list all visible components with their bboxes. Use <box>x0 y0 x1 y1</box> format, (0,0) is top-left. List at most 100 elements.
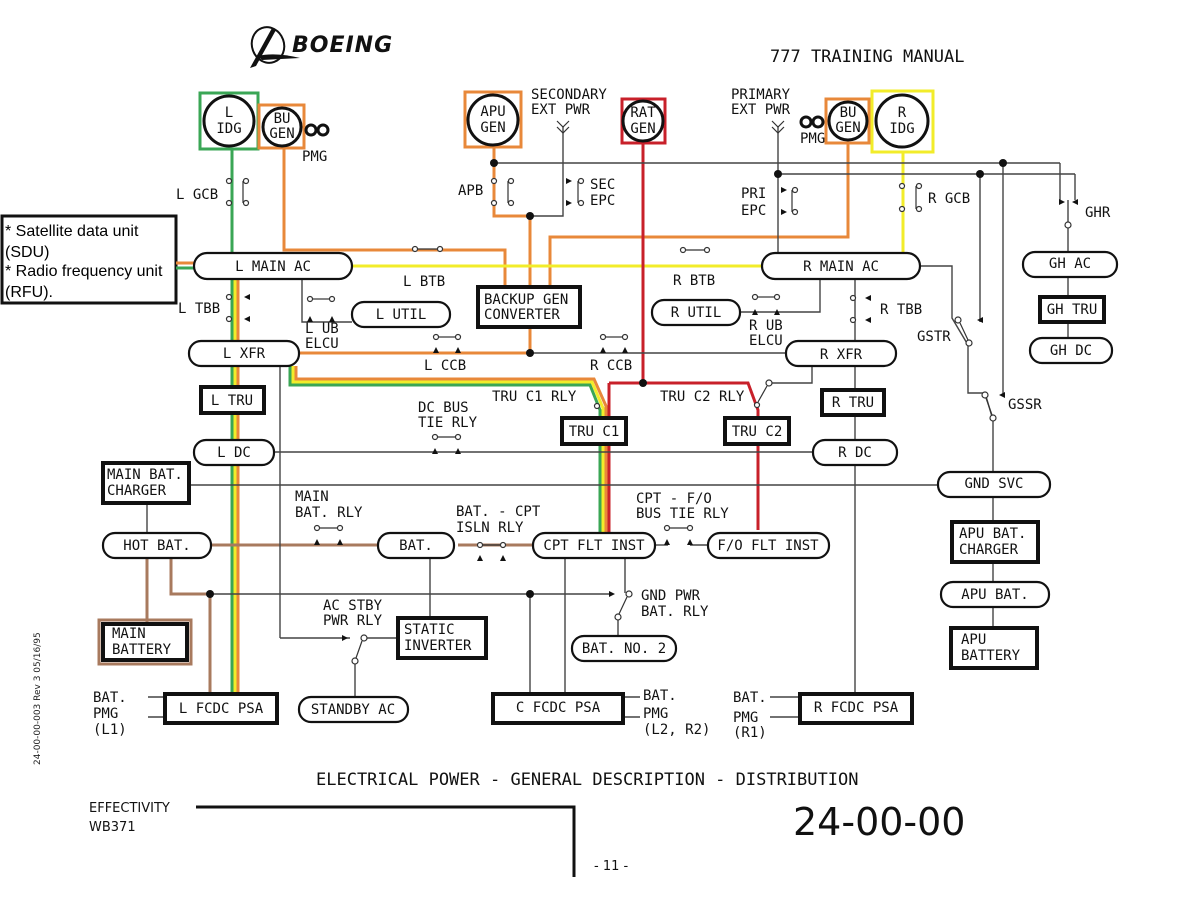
sec-epc[interactable]: SEC EPC <box>566 177 615 209</box>
rat-gen-label-2: GEN <box>630 121 655 137</box>
r-idg[interactable]: R IDG <box>870 89 935 154</box>
bus-label: R DC <box>838 445 872 461</box>
bus-cpt-flt-inst[interactable]: CPT FLT INST <box>531 531 657 560</box>
l-fcdc-psa[interactable]: L FCDC PSA <box>163 692 279 725</box>
c-fcdc-psa[interactable]: C FCDC PSA <box>491 692 625 725</box>
unit-label: R FCDC PSA <box>814 700 899 716</box>
gnd-pwr-bat-rly-label-2: BAT. RLY <box>641 604 709 620</box>
l-bu-gen-label-2: GEN <box>269 126 294 142</box>
tru-c1-rly[interactable]: TRU C1 RLY <box>492 389 601 410</box>
r-tru[interactable]: R TRU <box>820 388 886 417</box>
note-line-3: * Radio frequency unit <box>5 263 163 280</box>
unit-label-1: MAIN BAT. <box>107 467 183 483</box>
r-btb[interactable]: R BTB <box>673 246 715 290</box>
unit-label-2: BATTERY <box>961 648 1021 664</box>
r-ub-elcu[interactable]: R UB ELCU <box>749 293 783 350</box>
backup-gen-converter[interactable]: BACKUP GEN CONVERTER <box>476 285 582 329</box>
unit-label-1: APU BAT. <box>959 526 1026 542</box>
bat-cpt-isln-rly[interactable]: BAT. - CPT ISLN RLY <box>456 504 541 561</box>
secondary-ext-pwr-label-1: SECONDARY <box>531 87 607 103</box>
bus-r-xfr[interactable]: R XFR <box>784 339 898 368</box>
apu-battery[interactable]: APU BATTERY <box>949 626 1039 670</box>
psa-input-pmg: PMG <box>733 710 758 726</box>
ac-stby-pwr-rly[interactable]: AC STBY PWR RLY <box>323 598 383 665</box>
colored-wires <box>145 143 905 696</box>
bus-l-util[interactable]: L UTIL <box>350 300 452 329</box>
r-tbb[interactable]: R TBB <box>849 294 923 324</box>
l-btb[interactable]: L BTB <box>403 245 445 291</box>
l-bu-gen-label-1: BU <box>274 111 291 127</box>
gssr-label: GSSR <box>1008 397 1042 413</box>
r-ccb[interactable]: R CCB <box>590 333 632 375</box>
bus-l-dc[interactable]: L DC <box>192 438 276 467</box>
unit-label-2: BATTERY <box>112 642 172 658</box>
primary-ext-pwr[interactable]: PRIMARY EXT PWR <box>731 87 791 134</box>
dc-bus-tie-rly[interactable]: DC BUS TIE RLY <box>418 400 478 454</box>
pri-epc[interactable]: PRI EPC <box>741 186 799 219</box>
bus-label: GND SVC <box>964 476 1023 492</box>
secondary-ext-pwr[interactable]: SECONDARY EXT PWR <box>531 87 607 134</box>
apb[interactable]: APB <box>458 177 515 207</box>
l-gcb[interactable]: L GCB <box>176 177 250 207</box>
apu-gen-label-1: APU <box>480 104 505 120</box>
l-idg[interactable]: L IDG <box>198 91 260 151</box>
r-bu-gen[interactable]: PMG BU GEN <box>799 97 871 147</box>
l-bu-gen[interactable]: BU GEN PMG <box>257 103 330 165</box>
main-bat-rly[interactable]: MAIN BAT. RLY <box>295 489 363 545</box>
l-ub-elcu[interactable]: L UB ELCU <box>305 295 339 353</box>
apu-bat-charger[interactable]: APU BAT. CHARGER <box>950 520 1040 564</box>
main-bat-charger[interactable]: MAIN BAT. CHARGER <box>101 461 191 505</box>
r-fcdc-psa[interactable]: R FCDC PSA <box>798 692 914 725</box>
bus-standby-ac[interactable]: STANDBY AC <box>297 695 410 724</box>
bus-fo-flt-inst[interactable]: F/O FLT INST <box>706 531 831 560</box>
psa-input-channel: (L2, R2) <box>643 722 710 738</box>
static-inverter[interactable]: STATIC INVERTER <box>396 616 488 660</box>
sec-epc-label-1: SEC <box>590 177 615 193</box>
note-line-1: * Satellite data unit <box>5 223 139 240</box>
gssr[interactable]: GSSR <box>981 391 1042 422</box>
l-tru[interactable]: L TRU <box>199 385 266 415</box>
bus-bat[interactable]: BAT. <box>376 531 456 560</box>
apb-label: APB <box>458 183 483 199</box>
bus-gh-dc[interactable]: GH DC <box>1028 336 1114 365</box>
ghr[interactable]: GHR <box>1059 199 1111 229</box>
bus-r-main-ac[interactable]: R MAIN AC <box>760 251 922 281</box>
bus-label: R MAIN AC <box>803 259 879 275</box>
primary-ext-pwr-label-1: PRIMARY <box>731 87 791 103</box>
bus-label: GH DC <box>1050 343 1092 359</box>
l-ub-elcu-label-2: ELCU <box>305 336 339 352</box>
apu-gen[interactable]: APU GEN <box>463 90 523 149</box>
boeing-logo-icon <box>250 26 300 68</box>
l-ccb[interactable]: L CCB <box>424 333 466 375</box>
r-ub-elcu-label-1: R UB <box>749 318 783 334</box>
gh-tru[interactable]: GH TRU <box>1038 295 1106 324</box>
bus-l-main-ac[interactable]: L MAIN AC <box>192 251 354 281</box>
bus-gnd-svc[interactable]: GND SVC <box>936 470 1052 499</box>
tru-c1[interactable]: TRU C1 <box>560 416 628 446</box>
r-idg-label-1: R <box>898 105 907 121</box>
l-tbb[interactable]: L TBB <box>178 293 250 323</box>
rat-gen[interactable]: RAT GEN <box>620 97 667 145</box>
tru-c2[interactable]: TRU C2 <box>723 416 791 446</box>
note-box: * Satellite data unit (SDU) * Radio freq… <box>0 214 178 305</box>
r-bu-gen-label-1: BU <box>840 105 857 121</box>
gstr[interactable]: GSTR <box>917 316 983 347</box>
r-gcb[interactable]: R GCB <box>898 182 971 213</box>
bus-gh-ac[interactable]: GH AC <box>1021 250 1119 279</box>
bat-cpt-isln-rly-label-1: BAT. - CPT <box>456 504 541 520</box>
main-battery[interactable]: MAIN BATTERY <box>97 618 193 666</box>
bus-l-xfr[interactable]: L XFR <box>187 339 301 368</box>
cpt-fo-bus-tie-rly[interactable]: CPT - F/O BUS TIE RLY <box>636 491 729 545</box>
bus-hot-bat[interactable]: HOT BAT. <box>101 531 213 560</box>
tru-c2-rly[interactable]: TRU C2 RLY <box>660 379 773 409</box>
bus-apu-bat[interactable]: APU BAT. <box>939 580 1051 609</box>
bus-r-util[interactable]: R UTIL <box>650 298 742 327</box>
bat-cpt-isln-rly-label-2: ISLN RLY <box>456 520 524 536</box>
unit-label: R TRU <box>832 395 874 411</box>
cpt-fo-bus-tie-rly-label-2: BUS TIE RLY <box>636 506 729 522</box>
bus-label: BAT. NO. 2 <box>582 641 666 657</box>
gnd-pwr-bat-rly[interactable]: GND PWR BAT. RLY <box>609 588 709 621</box>
ac-stby-pwr-rly-label-1: AC STBY <box>323 598 383 614</box>
bus-r-dc[interactable]: R DC <box>811 438 899 467</box>
bus-bat-no-2[interactable]: BAT. NO. 2 <box>570 634 678 663</box>
